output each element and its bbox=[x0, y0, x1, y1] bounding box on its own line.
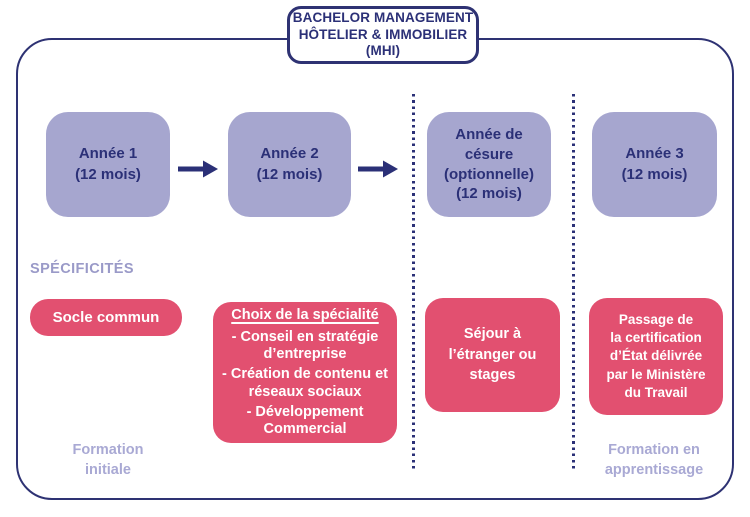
socle-commun-label: Socle commun bbox=[52, 309, 160, 326]
choix-specialite-item: - Création de contenu et réseaux sociaux bbox=[222, 366, 388, 400]
sejour-etranger-label: Séjour à l’étranger ou stages bbox=[448, 326, 537, 384]
year-box-annee-1: Année 1 (12 mois) bbox=[46, 112, 170, 217]
dashed-divider-annee-3 bbox=[572, 94, 575, 472]
year-box-annee-cesure: Année de césure (optionnelle) (12 mois) bbox=[427, 112, 551, 217]
dashed-divider-cesure bbox=[412, 94, 415, 472]
year-box-annee-2-label: Année 2 (12 mois) bbox=[256, 144, 323, 183]
choix-specialite-item: - Développement Commercial bbox=[246, 403, 364, 437]
specificites-label: SPÉCIFICITÉS bbox=[30, 261, 134, 277]
choix-specialite-item: - Conseil en stratégie d’entreprise bbox=[231, 329, 379, 363]
arrow-right-icon bbox=[178, 160, 218, 178]
diagram-title: BACHELOR MANAGEMENT HÔTELIER & IMMOBILIE… bbox=[292, 10, 474, 59]
specificity-choix-specialite: Choix de la spécialité - Conseil en stra… bbox=[213, 302, 397, 443]
diagram-title-box: BACHELOR MANAGEMENT HÔTELIER & IMMOBILIE… bbox=[287, 6, 479, 64]
year-box-annee-cesure-label: Année de césure (optionnelle) (12 mois) bbox=[444, 125, 534, 203]
footer-formation-apprentissage: Formation en apprentissage bbox=[604, 442, 704, 479]
specificity-socle-commun: Socle commun bbox=[30, 299, 182, 336]
year-box-annee-3: Année 3 (12 mois) bbox=[592, 112, 717, 217]
year-box-annee-1-label: Année 1 (12 mois) bbox=[75, 144, 141, 183]
passage-certification-label: Passage de la certification d’État déliv… bbox=[606, 312, 706, 400]
year-box-annee-3-label: Année 3 (12 mois) bbox=[621, 144, 688, 183]
specificity-passage-certification: Passage de la certification d’État déliv… bbox=[589, 298, 723, 415]
footer-formation-initiale: Formation initiale bbox=[72, 442, 144, 479]
arrow-right-icon bbox=[358, 160, 398, 178]
year-box-annee-2: Année 2 (12 mois) bbox=[228, 112, 351, 217]
choix-specialite-heading: Choix de la spécialité bbox=[231, 307, 379, 324]
specificity-sejour-etranger: Séjour à l’étranger ou stages bbox=[425, 298, 560, 412]
